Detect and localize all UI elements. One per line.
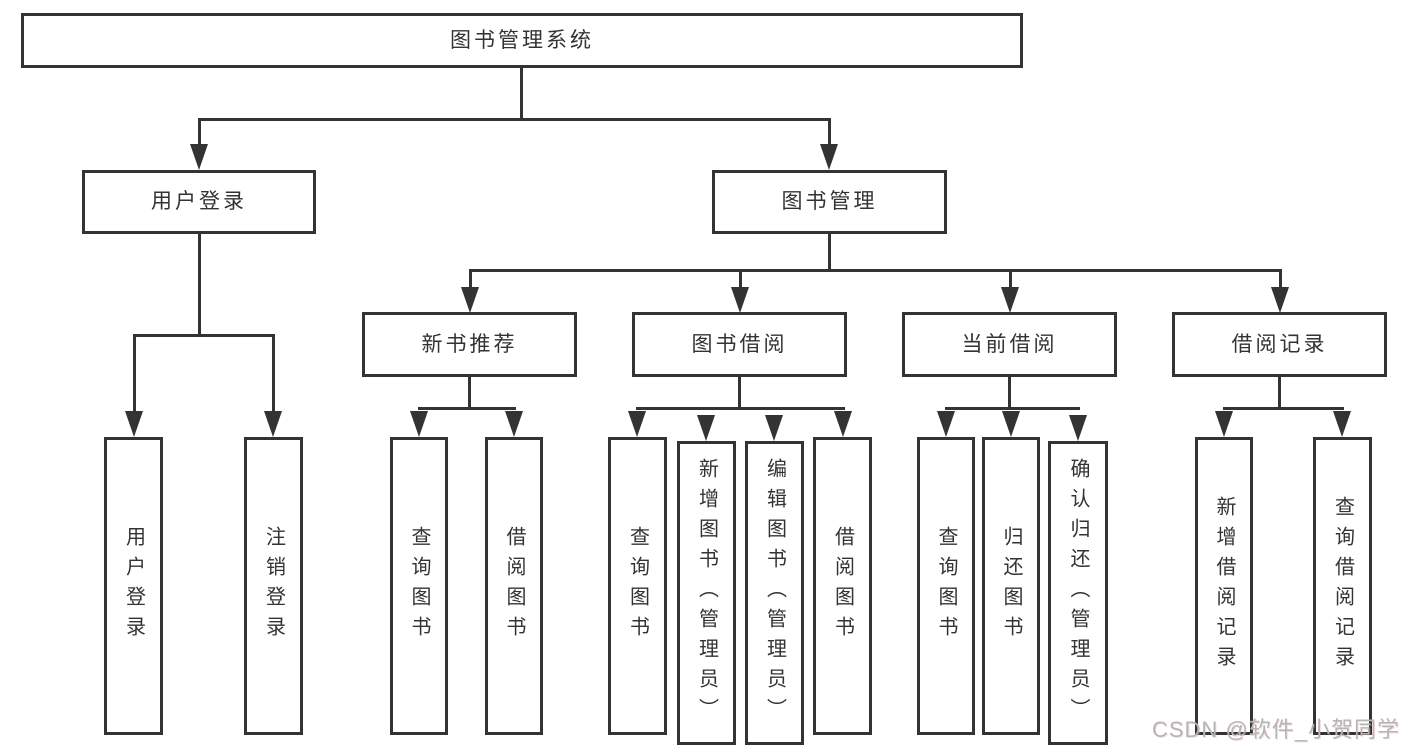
connector-drop-user-login	[198, 118, 201, 146]
arrowhead-current-borrowing	[1001, 287, 1019, 313]
node-add-books-admin: 新增图书（管理员）	[677, 441, 736, 745]
node-borrow-books-1: 借阅图书	[485, 437, 543, 735]
connector-borrowing-bar	[636, 407, 845, 410]
connector-level1-bar	[198, 118, 831, 121]
node-edit-books-admin: 编辑图书（管理员）	[745, 441, 804, 745]
node-query-books-2: 查询图书	[608, 437, 667, 735]
connector-drop-new-book	[469, 269, 472, 289]
arrowhead-query-books-2	[628, 411, 646, 437]
node-logout-leaf: 注销登录	[244, 437, 303, 735]
connector-drop-user-login-leaf	[133, 334, 136, 412]
connector-user-stem	[198, 234, 201, 334]
connector-records-bar	[1223, 407, 1344, 410]
node-return-books: 归还图书	[982, 437, 1040, 735]
arrowhead-borrow-books-2	[834, 411, 852, 437]
connector-borrowing-stem	[738, 377, 741, 409]
node-library-management-system: 图书管理系统	[21, 13, 1023, 68]
connector-user-bar	[133, 334, 275, 337]
arrowhead-borrow-books-1	[505, 411, 523, 437]
connector-newbook-stem	[468, 377, 471, 409]
arrowhead-user-login	[190, 144, 208, 170]
connector-drop-book-management	[828, 118, 831, 146]
connector-drop-borrowing-records	[1279, 269, 1282, 289]
connector-current-stem	[1008, 377, 1011, 409]
connector-level2-bar	[469, 269, 1282, 272]
arrowhead-logout	[264, 411, 282, 437]
arrowhead-query-books-3	[937, 411, 955, 437]
arrowhead-confirm-return-admin	[1069, 415, 1087, 441]
connector-drop-logout	[272, 334, 275, 412]
node-current-borrowing: 当前借阅	[902, 312, 1117, 377]
node-book-management: 图书管理	[712, 170, 947, 234]
node-borrow-books-2: 借阅图书	[813, 437, 872, 735]
arrowhead-user-login-leaf	[125, 411, 143, 437]
connector-root-stem	[520, 68, 523, 121]
node-query-books-1: 查询图书	[390, 437, 448, 735]
connector-newbook-bar	[418, 407, 516, 410]
node-confirm-return-admin: 确认归还（管理员）	[1048, 441, 1108, 745]
node-query-borrow-record: 查询借阅记录	[1313, 437, 1372, 735]
arrowhead-add-books-admin	[697, 415, 715, 441]
node-add-borrow-record: 新增借阅记录	[1195, 437, 1253, 735]
node-new-book-recommendation: 新书推荐	[362, 312, 577, 377]
arrowhead-borrowing-records	[1271, 287, 1289, 313]
connector-mgmt-stem	[828, 234, 831, 272]
node-query-books-3: 查询图书	[917, 437, 975, 735]
node-book-borrowing: 图书借阅	[632, 312, 847, 377]
arrowhead-new-book	[461, 287, 479, 313]
arrowhead-book-management	[820, 144, 838, 170]
connector-drop-current-borrowing	[1009, 269, 1012, 289]
arrowhead-book-borrowing	[731, 287, 749, 313]
connector-drop-book-borrowing	[739, 269, 742, 289]
arrowhead-query-borrow-record	[1333, 411, 1351, 437]
node-user-login: 用户登录	[82, 170, 316, 234]
arrowhead-add-borrow-record	[1215, 411, 1233, 437]
arrowhead-query-books-1	[410, 411, 428, 437]
arrowhead-edit-books-admin	[765, 415, 783, 441]
arrowhead-return-books	[1002, 411, 1020, 437]
connector-current-bar	[945, 407, 1080, 410]
node-borrowing-records: 借阅记录	[1172, 312, 1387, 377]
node-user-login-leaf: 用户登录	[104, 437, 163, 735]
csdn-watermark: CSDN @软件_小贺同学	[1151, 717, 1400, 742]
connector-records-stem	[1278, 377, 1281, 409]
